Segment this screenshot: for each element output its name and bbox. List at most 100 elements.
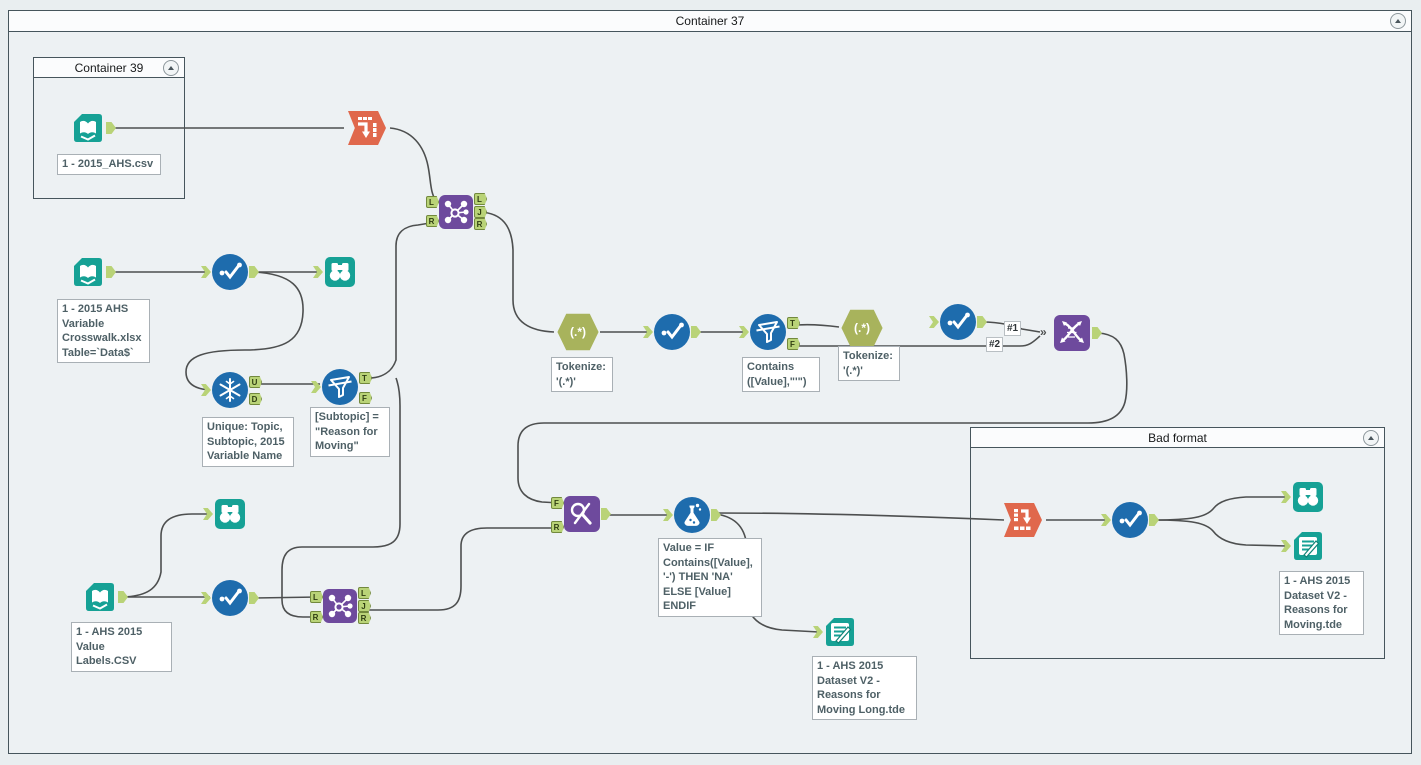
left-output-anchor[interactable]: L	[358, 587, 371, 599]
unique-output-anchor[interactable]: U	[249, 376, 262, 388]
input-anchor[interactable]	[311, 381, 321, 393]
input-anchor[interactable]	[929, 316, 939, 328]
regex-tokenize-tool-2[interactable]: (.*)	[841, 309, 883, 347]
output-anchor[interactable]	[691, 326, 701, 338]
input-anchor[interactable]	[663, 509, 673, 521]
regex-glyph: (.*)	[570, 325, 586, 339]
output-anchor[interactable]	[1092, 327, 1102, 339]
wire-filter1-T-to-join2-R	[281, 377, 401, 618]
input-anchor[interactable]	[1281, 491, 1291, 503]
right-output-anchor[interactable]: R	[358, 612, 371, 624]
find-replace-icon	[570, 502, 592, 525]
bad-format-collapse-icon[interactable]	[1363, 429, 1379, 446]
join-output-anchor[interactable]: J	[474, 206, 487, 218]
true-output-anchor[interactable]: T	[359, 372, 372, 384]
input-anchor[interactable]	[1101, 514, 1111, 526]
annotation-input-crosswalk[interactable]: 1 - 2015 AHS Variable Crosswalk.xlsx Tab…	[57, 299, 150, 364]
join-icon	[444, 200, 469, 224]
input-data-crosswalk-tool[interactable]	[71, 255, 116, 289]
output-anchor[interactable]	[977, 316, 987, 328]
find-input-anchor[interactable]: F	[551, 497, 564, 509]
output-anchor[interactable]	[249, 592, 259, 604]
container-37-collapse-icon[interactable]	[1390, 13, 1406, 29]
annotation-input-value-labels[interactable]: 1 - AHS 2015 Value Labels.CSV	[71, 622, 172, 672]
output-data-bad-tool[interactable]	[1281, 529, 1325, 563]
transpose-icon	[358, 117, 377, 138]
browse-tool-2[interactable]	[203, 497, 247, 531]
input-anchor[interactable]	[739, 326, 749, 338]
container-39-collapse-icon[interactable]	[163, 59, 179, 76]
output-anchor[interactable]	[598, 326, 599, 338]
left-input-anchor[interactable]: L	[310, 591, 323, 603]
wire-select1-to-unique	[185, 271, 304, 391]
input-anchor[interactable]	[203, 508, 213, 520]
false-output-anchor[interactable]: F	[787, 338, 800, 350]
annotation-output-long[interactable]: 1 - AHS 2015 Dataset V2 - Reasons for Mo…	[812, 656, 917, 721]
output-anchor[interactable]	[249, 266, 259, 278]
filter-contains-tool[interactable]: T F	[739, 314, 800, 350]
browse-tool-3[interactable]	[1281, 480, 1325, 514]
regex-tokenize-tool-1[interactable]: (.*)	[557, 313, 599, 351]
bad-format-header[interactable]: Bad format	[971, 428, 1384, 448]
input-anchor[interactable]	[813, 626, 823, 638]
select-tool-2[interactable]	[643, 314, 701, 350]
formula-tool[interactable]	[663, 497, 721, 533]
input-anchor[interactable]	[1281, 540, 1291, 552]
output-anchor[interactable]	[106, 122, 116, 134]
annotation-input-2015-ahs[interactable]: 1 - 2015_AHS.csv	[57, 154, 161, 175]
select-icon	[1119, 510, 1142, 528]
output-data-long-tool[interactable]	[813, 615, 857, 649]
output-anchor[interactable]	[882, 322, 883, 334]
input-data-value-labels-tool[interactable]	[83, 580, 128, 614]
input-anchor[interactable]	[557, 326, 558, 338]
union-tool[interactable]: »	[1040, 315, 1102, 351]
true-output-anchor[interactable]: T	[787, 317, 800, 329]
browse-tool-1[interactable]	[313, 255, 357, 289]
input-anchor[interactable]	[201, 266, 211, 278]
duplicate-output-anchor[interactable]: D	[249, 393, 262, 405]
annotation-unique[interactable]: Unique: Topic, Subtopic, 2015 Variable N…	[202, 417, 294, 467]
annotation-filter-subtopic[interactable]: [Subtopic] = "Reason for Moving"	[310, 407, 390, 457]
annotation-output-bad[interactable]: 1 - AHS 2015 Dataset V2 - Reasons for Mo…	[1279, 571, 1364, 636]
union-stacked-input-anchor[interactable]: »	[1040, 325, 1047, 339]
find-replace-tool[interactable]: F R	[551, 496, 611, 533]
join-tool-2[interactable]: L R L J R	[310, 587, 371, 624]
output-anchor[interactable]	[711, 509, 721, 521]
container-39-header[interactable]: Container 39	[34, 58, 184, 78]
join-tool-1[interactable]: L R L J R	[426, 193, 487, 230]
input-anchor[interactable]	[201, 384, 211, 396]
input-anchor[interactable]	[313, 266, 323, 278]
output-anchor[interactable]	[601, 508, 611, 520]
left-input-anchor[interactable]: L	[426, 196, 439, 208]
output-anchor[interactable]	[118, 591, 128, 603]
output-data-icon	[826, 618, 854, 646]
output-anchor[interactable]	[1149, 514, 1159, 526]
input-anchor[interactable]	[643, 326, 653, 338]
output-anchor[interactable]	[106, 266, 116, 278]
replace-input-anchor[interactable]: R	[551, 521, 564, 533]
annotation-formula[interactable]: Value = IF Contains([Value], '-') THEN '…	[658, 538, 762, 617]
select-tool-5[interactable]	[1101, 502, 1159, 538]
annotation-tokenize-1[interactable]: Tokenize: '(.*)'	[551, 357, 613, 393]
join-output-anchor[interactable]: J	[358, 600, 371, 612]
input-anchor[interactable]	[841, 322, 842, 334]
annotation-filter-contains[interactable]: Contains ([Value],"'")	[742, 357, 820, 393]
left-output-anchor[interactable]: L	[474, 193, 487, 205]
right-output-anchor[interactable]: R	[474, 218, 487, 230]
wire-union-to-findreplace-F	[517, 332, 1128, 504]
annotation-tokenize-2[interactable]: Tokenize: '(.*)'	[838, 346, 900, 382]
select-icon	[219, 588, 242, 606]
right-input-anchor[interactable]: R	[310, 611, 323, 623]
filter-subtopic-tool[interactable]: T F	[311, 369, 372, 405]
container-37-header[interactable]: Container 37	[9, 11, 1411, 32]
select-tool-4[interactable]	[201, 580, 259, 616]
select-tool-3[interactable]	[929, 304, 987, 340]
false-output-anchor[interactable]: F	[359, 392, 372, 404]
input-anchor[interactable]	[201, 592, 211, 604]
input-data-2015-ahs-tool[interactable]	[71, 111, 116, 145]
union-icon	[1060, 321, 1084, 343]
unique-icon	[219, 378, 241, 402]
unique-tool[interactable]: U D	[201, 372, 262, 408]
select-tool-1[interactable]	[201, 254, 259, 290]
right-input-anchor[interactable]: R	[426, 215, 439, 227]
